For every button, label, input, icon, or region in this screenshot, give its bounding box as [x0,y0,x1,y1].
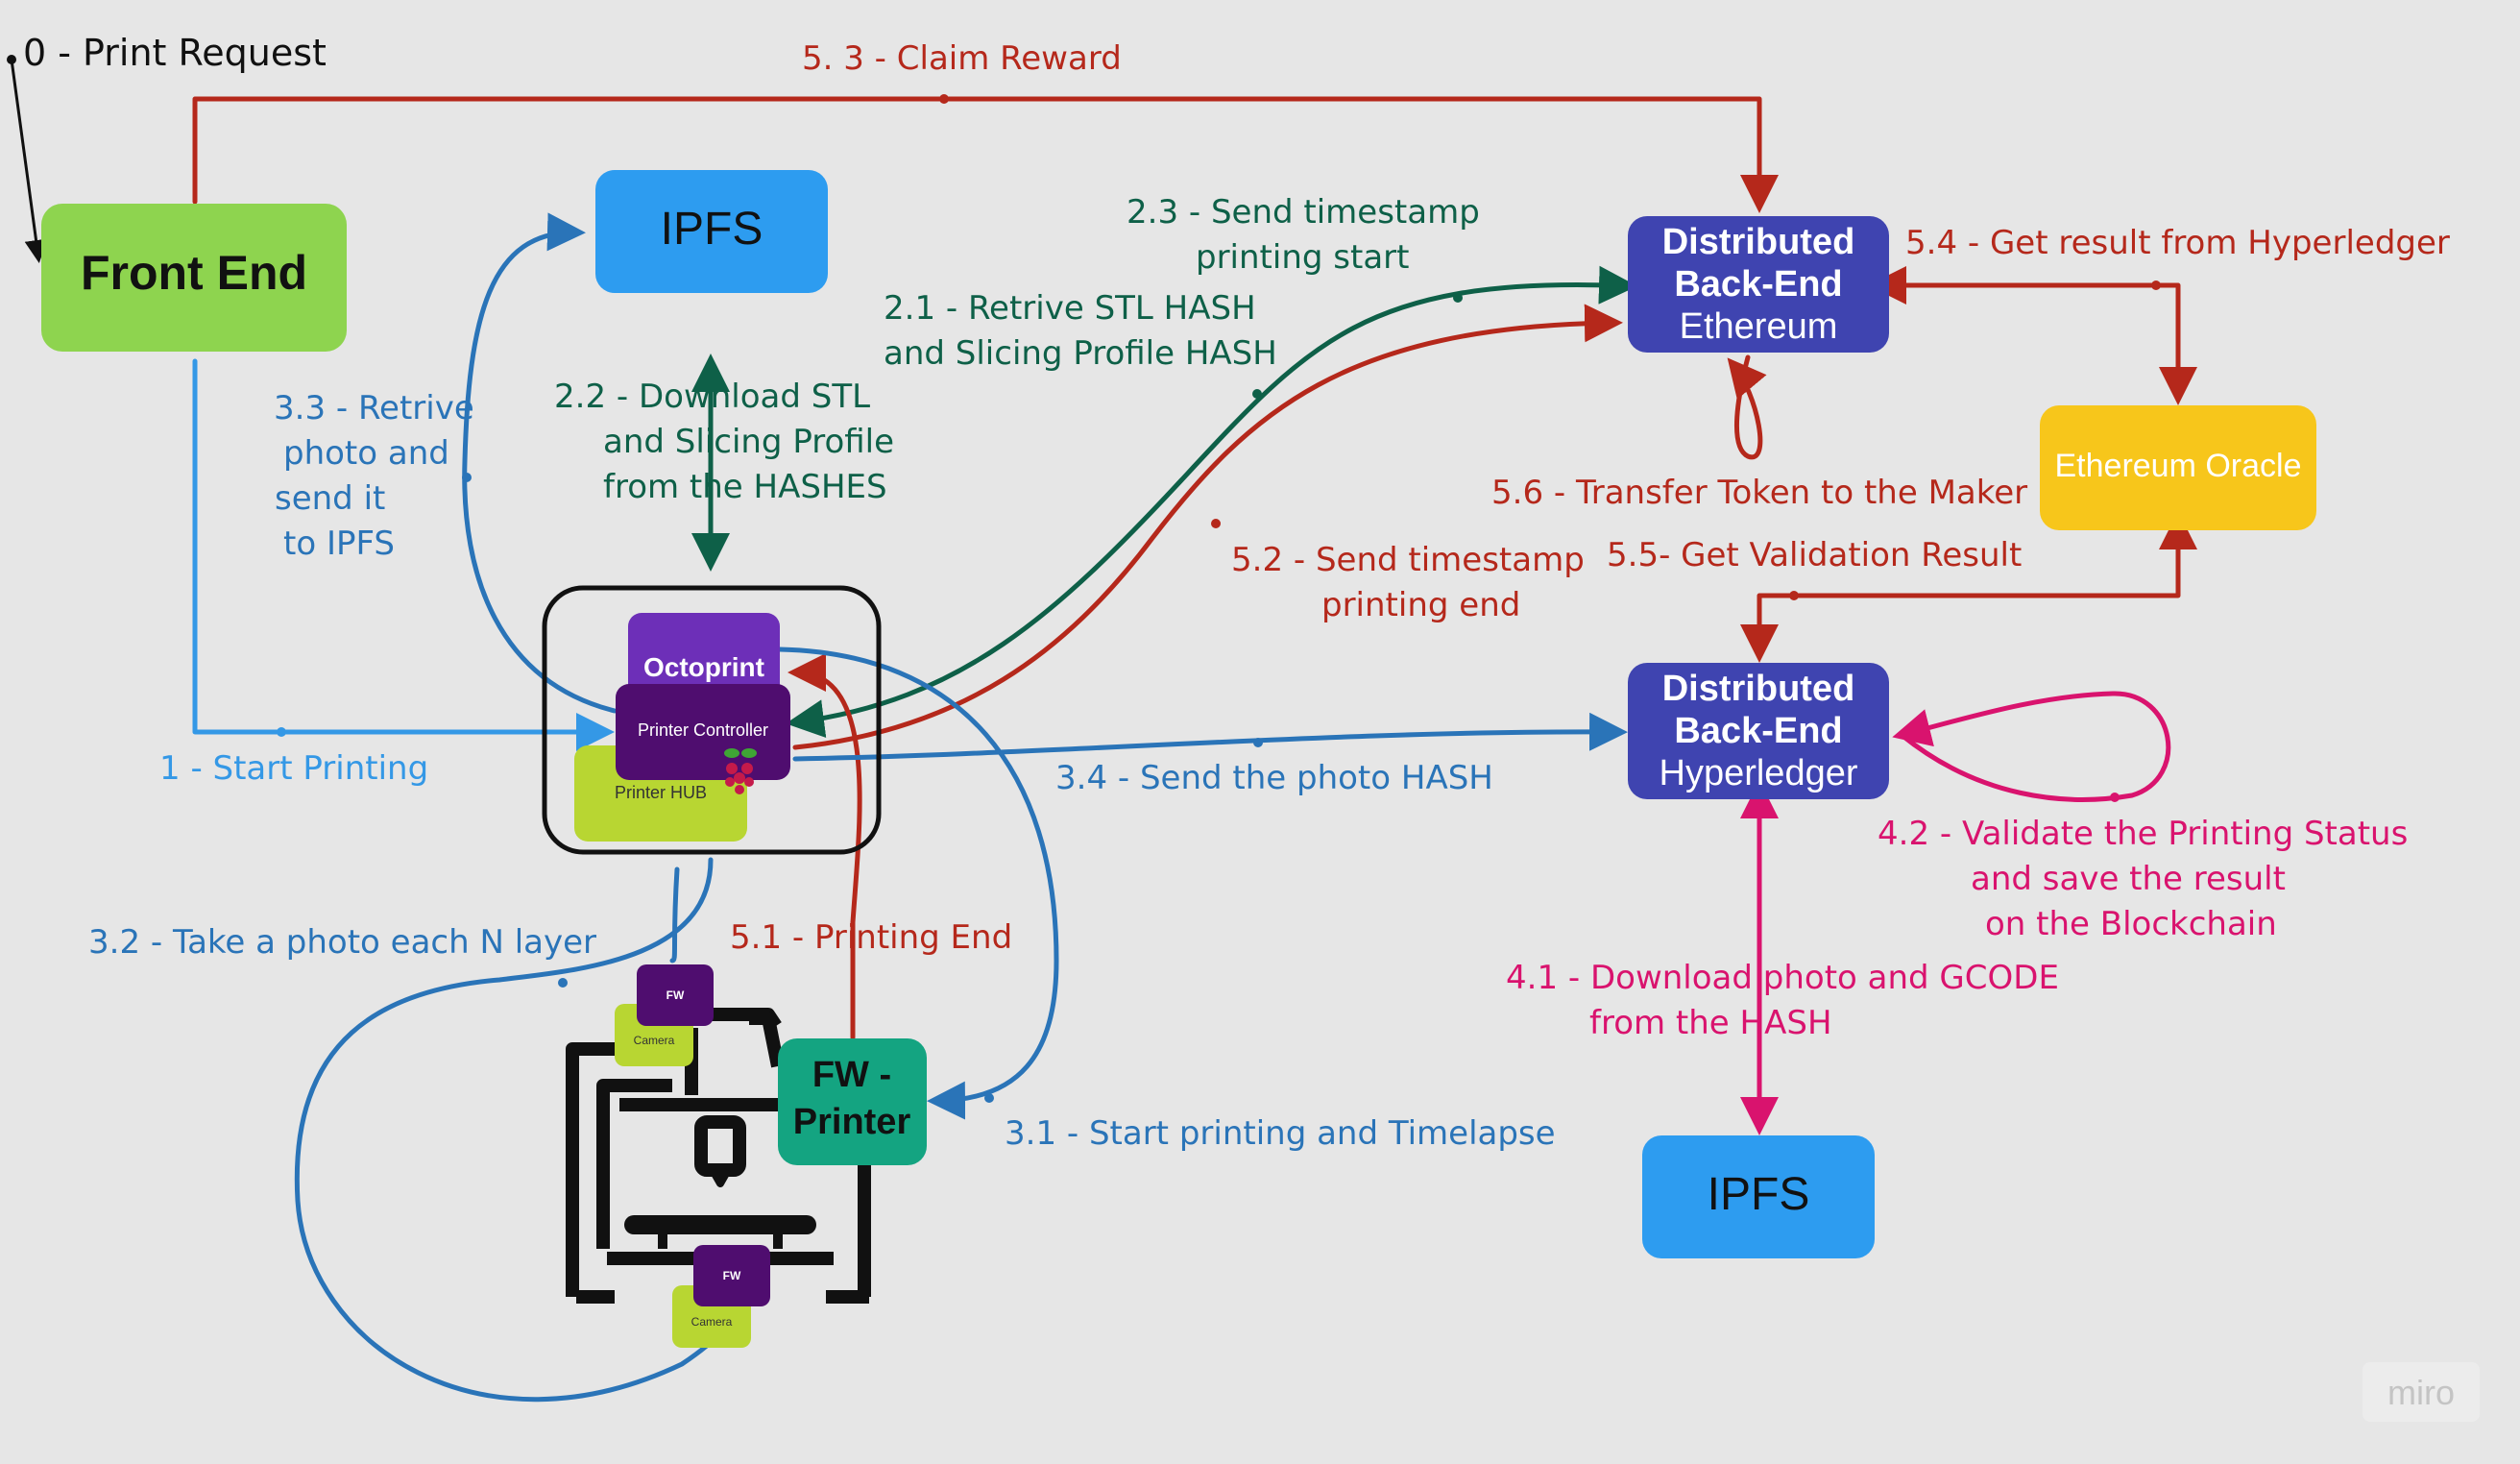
camera-top-label: Camera [634,1034,675,1047]
printer-hub-label: Printer HUB [615,783,707,802]
label-1-start-printing: 1 - Start Printing [159,749,428,788]
octoprint-box [628,613,780,699]
label-3-2: 3.2 - Take a photo each N layer [88,923,596,962]
label-5-1: 5.1 - Printing End [730,918,1012,957]
printer-controller-label: Printer Controller [638,720,768,740]
label-3-3-line3: send it [275,479,385,518]
label-5-2-line1: 5.2 - Send timestamp [1231,541,1585,579]
label-4-2-line3: on the Blockchain [1985,905,2277,943]
eth-backend-line2: Back-End [1674,264,1842,305]
edge-0-print-request [10,58,48,263]
node-ethereum-oracle: Ethereum Oracle [2040,405,2316,530]
node-ipfs-top: IPFS [595,170,828,293]
eth-backend-line3: Ethereum [1680,306,1838,347]
fw-printer-line2: Printer [793,1102,911,1142]
hl-backend-line3: Hyperledger [1660,753,1858,793]
node-front-end: Front End [41,204,347,352]
node-ethereum-backend: Distributed Back-End Ethereum [1628,216,1889,353]
fw-printer-line1: FW - [812,1055,891,1095]
node-printer-box: Printer HUB Octoprint Printer Controller [542,585,882,855]
label-0-print-request: 0 - Print Request [23,32,327,74]
label-5-5: 5.5- Get Validation Result [1607,536,2022,574]
label-2-3-line1: 2.3 - Send timestamp [1127,193,1480,232]
edge-5-4-get-result [1868,266,2197,405]
label-3-4: 3.4 - Send the photo HASH [1055,759,1493,797]
label-5-4: 5.4 - Get result from Hyperledger [1905,224,2450,262]
camera-bottom-label: Camera [691,1315,733,1329]
fw-camera-bottom: Camera FW [672,1245,770,1348]
label-3-3-line2: photo and [283,434,449,473]
hl-backend-line1: Distributed [1662,669,1855,709]
label-4-1-line1: 4.1 - Download photo and GCODE [1506,959,2059,997]
edge-3-3-retrive-photo [462,212,618,714]
label-5-2-line2: printing end [1321,586,1520,624]
edge-1-start-printing [192,358,615,751]
label-3-1: 3.1 - Start printing and Timelapse [1005,1114,1556,1153]
eth-backend-line1: Distributed [1662,222,1855,262]
edge-5-3-claim-reward [192,96,1779,213]
ipfs-bottom-label: IPFS [1708,1169,1810,1220]
label-5-6: 5.6 - Transfer Token to the Maker [1491,474,2027,512]
label-4-1-line2: from the HASH [1589,1004,1832,1042]
label-5-3-claim-reward: 5. 3 - Claim Reward [802,39,1122,78]
edge-4-2-validate [1892,691,2171,802]
edge-3-1-start-printing-timelapse [777,647,1059,1120]
label-3-3-line1: 3.3 - Retrive [274,389,474,427]
edge-5-5-get-validation-result [1740,511,2197,663]
fw-top-label: FW [666,988,685,1002]
label-4-2-line1: 4.2 - Validate the Printing Status [1878,815,2408,853]
node-fw-printer: FW - Printer [778,1038,927,1165]
edge-5-1-printing-end [788,653,862,1040]
label-2-1-line2: and Slicing Profile HASH [884,334,1277,373]
node-hyperledger-backend: Distributed Back-End Hyperledger [1628,663,1889,799]
watermark-text: miro [2387,1373,2455,1412]
raspberry-pi-icon [724,748,757,794]
label-2-1-line1: 2.1 - Retrive STL HASH [884,289,1256,328]
edge-3-2-take-photo [294,857,714,1403]
octoprint-label: Octoprint [643,652,764,682]
fw-bottom-label: FW [723,1269,741,1282]
oracle-label: Ethereum Oracle [2055,448,2302,484]
hl-backend-line2: Back-End [1674,711,1842,751]
front-end-label: Front End [81,246,307,300]
edge-2-1-retrive-hash [786,265,1637,739]
miro-watermark: miro [2362,1362,2480,1422]
ipfs-top-label: IPFS [661,204,763,255]
node-ipfs-bottom: IPFS [1642,1135,1875,1258]
edge-3-4-send-photo-hash [792,712,1628,762]
edge-5-2-send-timestamp-end [792,304,1623,750]
fw-camera-top: Camera FW [615,964,714,1066]
label-2-3-line2: printing start [1196,238,1409,277]
label-4-2-line2: and save the result [1971,860,2286,898]
label-3-3-line4: to IPFS [283,525,395,563]
edge-5-6-transfer-token [1727,354,1767,460]
label-2-2-line2: and Slicing Profile [603,423,894,461]
label-2-2-line3: from the HASHES [603,468,887,506]
label-2-2-line1: 2.2 - Download STL [554,378,870,416]
